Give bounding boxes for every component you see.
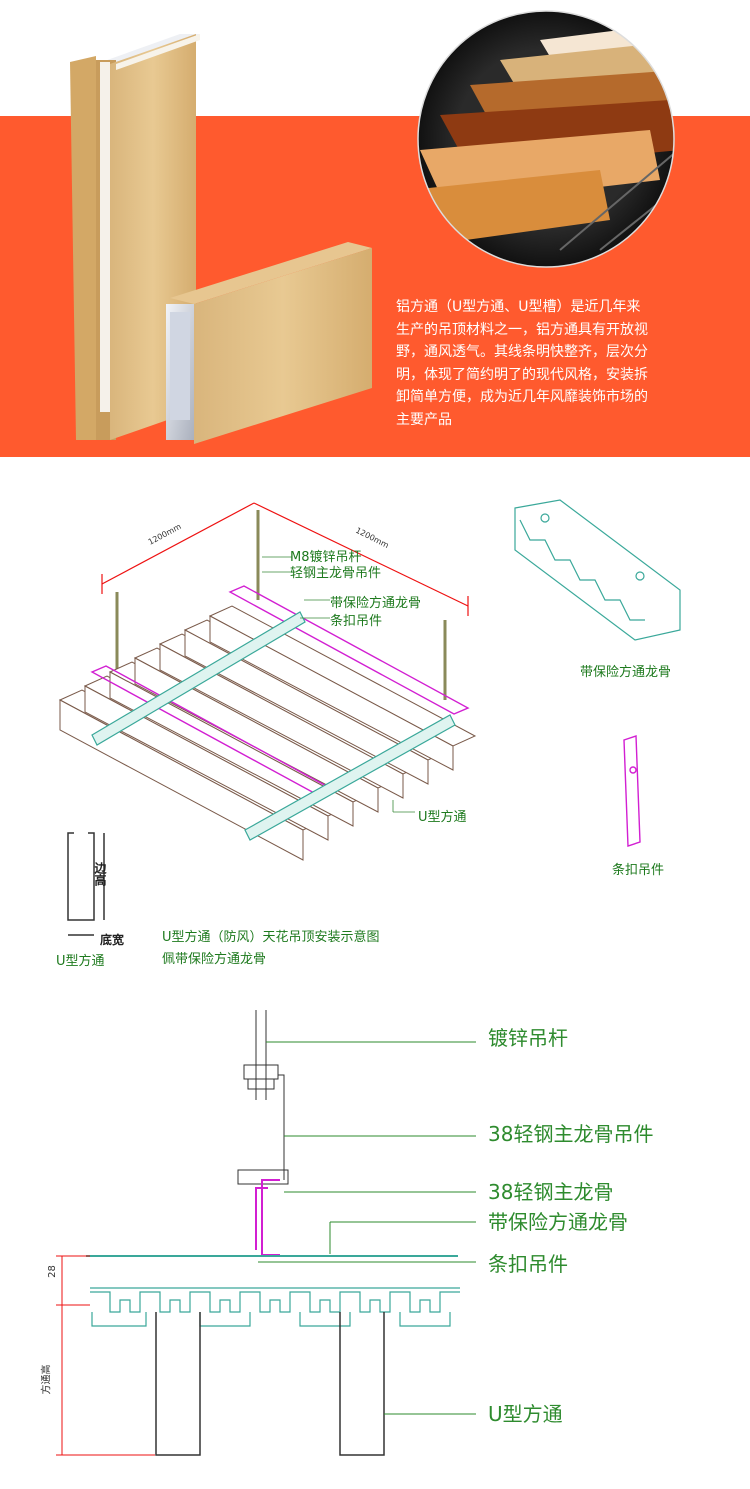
section-label-main-keel: 38轻钢主龙骨 xyxy=(488,1180,614,1204)
label-clip-hanger: 条扣吊件 xyxy=(330,614,383,629)
side-label-keel: 带保险方通龙骨 xyxy=(580,665,672,680)
dimension-lines xyxy=(101,502,469,616)
label-safety-keel: 带保险方通龙骨 xyxy=(330,596,422,611)
hero-illustration xyxy=(70,10,675,444)
teal-keel-rails xyxy=(91,611,456,841)
diagram-caption-line2: 佩带保险方通龙骨 xyxy=(162,952,267,967)
section-rod xyxy=(237,1010,289,1185)
section-label-rod: 镀锌吊杆 xyxy=(488,1026,568,1050)
section-label-hanger: 38轻钢主龙骨吊件 xyxy=(488,1122,654,1146)
section-main-keel xyxy=(255,1179,280,1256)
u-tube-bars xyxy=(58,605,477,861)
intro-line: 生产的吊顶材料之一，铝方通具有开放视 xyxy=(396,321,648,338)
profile-width-label: 底宽 xyxy=(100,933,125,947)
u-profile-section xyxy=(67,832,105,936)
label-light-steel-hanger: 轻钢主龙骨吊件 xyxy=(290,566,382,581)
section-keel-profile xyxy=(90,1287,460,1327)
intro-text: 铝方通（U型方通、U型槽）是近几年来 生产的吊顶材料之一，铝方通具有开放视 野，… xyxy=(396,296,716,431)
side-label-clip: 条扣吊件 xyxy=(612,863,665,878)
label-u-tube: U型方通 xyxy=(418,810,467,825)
intro-line: 卸简单方便，成为近几年风靡装饰市场的 xyxy=(396,389,648,405)
intro-line: 野，通风透气。其线条明快整齐，层次分 xyxy=(396,344,648,360)
section-dimensions xyxy=(56,1255,155,1456)
section-label-clip: 条扣吊件 xyxy=(488,1252,568,1276)
section-u-tubes xyxy=(155,1312,385,1456)
intro-line: 铝方通（U型方通、U型槽）是近几年来 xyxy=(396,299,641,315)
horizontal-wood-box xyxy=(166,242,372,444)
profile-height-label: 边高 xyxy=(93,862,107,886)
section-label-safety-keel: 带保险方通龙骨 xyxy=(488,1210,628,1234)
iso-leader-lines xyxy=(262,556,415,813)
intro-line: 明，体现了简约明了的现代风格，安装拆 xyxy=(396,366,648,383)
section-leader-lines xyxy=(258,1041,476,1415)
dim-28-label: 28 xyxy=(46,1265,58,1278)
side-clip-detail xyxy=(623,735,641,847)
iso-installation-diagram: 1200mm 1200mm xyxy=(58,499,681,936)
section-label-u-tube: U型方通 xyxy=(488,1402,563,1426)
diagram-caption-line1: U型方通（防风）天花吊顶安装示意图 xyxy=(162,930,380,945)
profile-name-label: U型方通 xyxy=(56,954,105,969)
label-m8-rod: M8镀锌吊杆 xyxy=(290,550,362,565)
dim-tube-height-label: 方通高 xyxy=(41,1364,53,1395)
side-keel-detail xyxy=(514,499,681,641)
wood-samples-circle xyxy=(417,10,675,268)
intro-line: 主要产品 xyxy=(396,411,452,428)
